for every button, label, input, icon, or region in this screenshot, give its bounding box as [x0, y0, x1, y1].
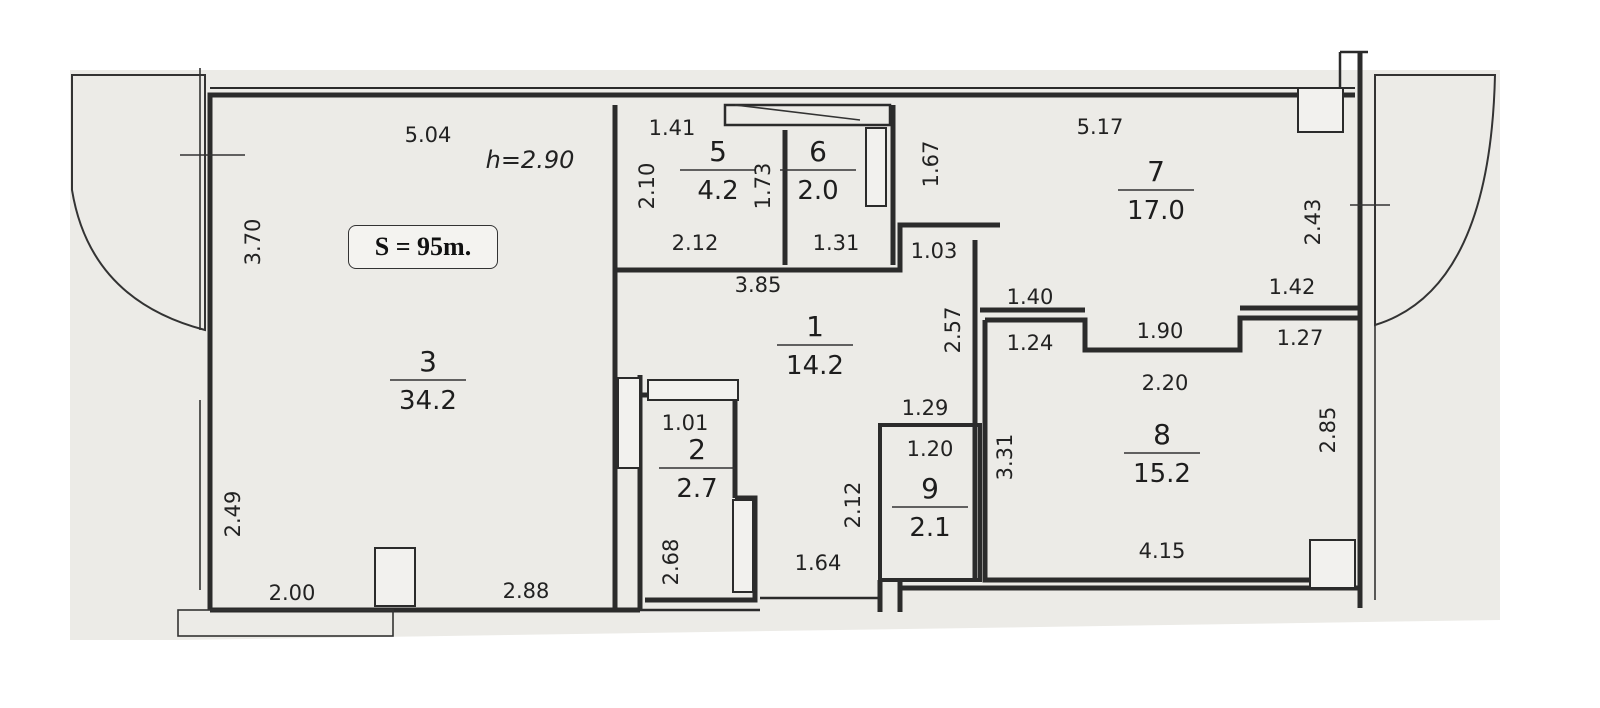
room-area: 2.7 [676, 474, 717, 504]
dimension-label: 1.41 [649, 116, 696, 140]
dimension-label: 3.70 [241, 219, 265, 266]
dimension-label: 2.88 [503, 579, 550, 603]
dimension-label: 1.90 [1137, 319, 1184, 343]
dimension-label: 1.27 [1277, 326, 1324, 350]
dimension-label: 1.31 [813, 231, 860, 255]
ceiling-height-label: h=2.90 [486, 146, 575, 174]
exterior-walls [177, 50, 1390, 637]
room-area: 17.0 [1127, 196, 1185, 226]
dimension-label: 3.31 [993, 434, 1017, 481]
duct-stack-3 [732, 499, 754, 593]
dimension-label: 1.24 [1007, 331, 1054, 355]
dimension-label: 2.10 [635, 163, 659, 210]
room-area: 2.0 [797, 176, 838, 206]
right-balcony [1374, 74, 1497, 327]
dimension-label: 2.12 [672, 231, 719, 255]
dimension-label: 1.64 [795, 551, 842, 575]
room-area: 14.2 [786, 351, 844, 381]
dimension-label: 5.04 [405, 123, 452, 147]
dimension-label: 2.49 [221, 491, 245, 538]
dimension-label: 2.00 [269, 581, 316, 605]
room-number: 6 [809, 135, 827, 168]
room-area: 15.2 [1133, 459, 1191, 489]
ventilation-shaft [865, 127, 887, 207]
room-number: 9 [921, 472, 939, 505]
room-number: 5 [709, 135, 727, 168]
dimension-label: 2.57 [941, 307, 965, 354]
room-number: 1 [806, 310, 824, 343]
dimension-label: 1.20 [907, 437, 954, 461]
dimension-label: 1.01 [662, 411, 709, 435]
dimension-label: 1.73 [751, 163, 775, 210]
fixtures [374, 87, 1356, 607]
dimension-label: 2.68 [659, 539, 683, 586]
room-area: 2.1 [909, 513, 950, 543]
room-area: 34.2 [399, 386, 457, 416]
dimension-label: 1.29 [902, 396, 949, 420]
total-area-badge: S = 95m. [348, 225, 498, 269]
dimension-label: 1.03 [911, 239, 958, 263]
dimension-label: 1.40 [1007, 285, 1054, 309]
duct-stack-1 [617, 377, 641, 469]
dimension-label: 1.42 [1269, 275, 1316, 299]
column-top-right [1297, 87, 1344, 133]
column-bottom-right [1309, 539, 1356, 589]
dimension-label: 4.15 [1139, 539, 1186, 563]
room-number: 8 [1153, 418, 1171, 451]
room-number: 3 [419, 345, 437, 378]
dimension-label: 1.67 [919, 141, 943, 188]
interior-walls [612, 103, 1360, 612]
room-number: 7 [1147, 155, 1165, 188]
plan-paper [70, 70, 1500, 640]
dimension-label: 5.17 [1077, 115, 1124, 139]
room-number: 2 [688, 433, 706, 466]
duct-stack-2 [647, 379, 739, 401]
dimension-label: 2.20 [1142, 371, 1189, 395]
dimension-label: 2.85 [1316, 407, 1340, 454]
dimension-label: 2.43 [1301, 199, 1325, 246]
room-area: 4.2 [697, 176, 738, 206]
radiator-left [374, 547, 416, 607]
dimension-label: 3.85 [735, 273, 782, 297]
dimension-label: 2.12 [841, 482, 865, 529]
